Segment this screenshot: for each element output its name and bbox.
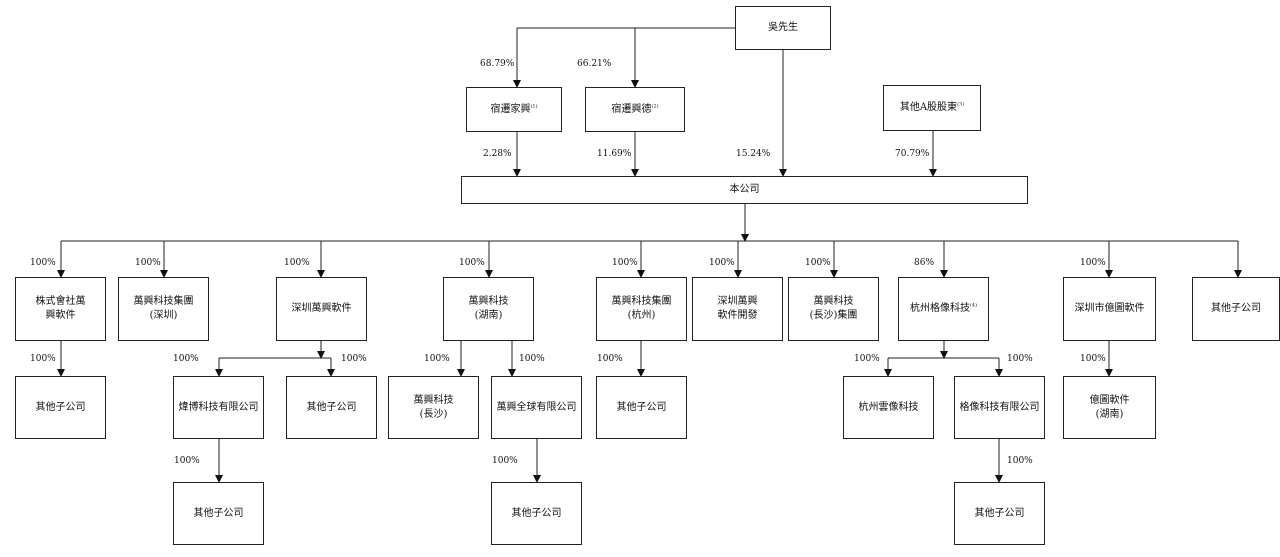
entity-name: 萬興科技集團 (深圳) bbox=[133, 296, 194, 321]
ownership-percentage: 68.79% bbox=[480, 59, 515, 69]
entity-name: 其他A股股東(3) bbox=[899, 101, 965, 113]
entity-box-wb_sub: 其他子公司 bbox=[173, 482, 264, 545]
entity-name: 本公司 bbox=[729, 184, 760, 195]
ownership-percentage: 100% bbox=[805, 258, 831, 268]
ownership-percentage: 100% bbox=[1080, 354, 1106, 364]
ownership-percentage: 2.28% bbox=[483, 149, 512, 159]
footnote-marker: (1) bbox=[530, 103, 538, 110]
ownership-percentage: 100% bbox=[341, 354, 367, 364]
entity-name: 億圖軟件 (湖南) bbox=[1089, 394, 1130, 420]
ownership-percentage: 70.79% bbox=[895, 149, 930, 159]
entity-box-gx: 格像科技有限公司 bbox=[954, 376, 1045, 439]
ownership-percentage: 100% bbox=[597, 354, 623, 364]
entity-box-wxcs: 萬興科技 (長沙)集團 bbox=[788, 277, 879, 341]
entity-box-jp_sub: 其他子公司 bbox=[15, 376, 106, 439]
entity-box-qq: 萬興全球有限公司 bbox=[491, 376, 582, 439]
entity-name: 其他子公司 bbox=[511, 507, 562, 519]
entity-box-hz_sub: 其他子公司 bbox=[596, 376, 687, 439]
footnote-marker: (3) bbox=[957, 101, 965, 108]
entity-box-other_a: 其他A股股東(3) bbox=[883, 85, 981, 131]
entity-box-sz_sub: 其他子公司 bbox=[286, 376, 377, 439]
entity-name: 宿遷興德(2) bbox=[611, 103, 659, 115]
entity-box-cs: 萬興科技 (長沙) bbox=[388, 376, 479, 439]
ownership-percentage: 100% bbox=[1007, 354, 1033, 364]
entity-name: 深圳萬興 軟件開發 bbox=[717, 296, 758, 321]
entity-name: 萬興科技集團 (杭州) bbox=[611, 296, 672, 321]
entity-box-szwx: 深圳萬興軟件 bbox=[276, 277, 367, 341]
entity-name: 格像科技有限公司 bbox=[959, 401, 1040, 413]
ownership-percentage: 15.24% bbox=[736, 149, 771, 159]
entity-box-sqxd: 宿遷興德(2) bbox=[585, 87, 685, 132]
footnote-marker: (2) bbox=[651, 103, 659, 110]
ownership-percentage: 100% bbox=[30, 258, 56, 268]
entity-box-qq_sub: 其他子公司 bbox=[491, 482, 582, 545]
ownership-percentage: 100% bbox=[492, 456, 518, 466]
entity-box-wu: 吳先生 bbox=[735, 6, 831, 50]
entity-name: 宿遷家興(1) bbox=[490, 103, 538, 115]
entity-name: 其他子公司 bbox=[616, 401, 667, 413]
entity-name: 萬興科技 (湖南) bbox=[468, 296, 509, 321]
ownership-percentage: 100% bbox=[854, 354, 880, 364]
ownership-percentage: 100% bbox=[1080, 258, 1106, 268]
ownership-percentage: 66.21% bbox=[577, 59, 612, 69]
entity-name: 杭州雲像科技 bbox=[858, 401, 919, 413]
entity-box-hzgx: 杭州格像科技(4) bbox=[898, 277, 989, 341]
ownership-percentage: 100% bbox=[459, 258, 485, 268]
entity-name: 深圳萬興軟件 bbox=[291, 303, 352, 314]
ownership-percentage: 100% bbox=[1007, 456, 1033, 466]
entity-name: 吳先生 bbox=[768, 22, 798, 33]
entity-box-qt1: 其他子公司 bbox=[1192, 277, 1280, 341]
entity-box-wxhz: 萬興科技集團 (杭州) bbox=[596, 277, 687, 341]
ownership-percentage: 11.69% bbox=[597, 149, 632, 159]
ownership-percentage: 100% bbox=[135, 258, 161, 268]
ownership-percentage: 100% bbox=[519, 354, 545, 364]
entity-name: 株式會社萬 興軟件 bbox=[35, 296, 86, 321]
entity-box-wxsz: 萬興科技集團 (深圳) bbox=[118, 277, 209, 341]
entity-box-dthn: 億圖軟件 (湖南) bbox=[1063, 376, 1156, 439]
entity-name: 深圳市億圖軟件 bbox=[1074, 303, 1145, 314]
entity-box-wxhn: 萬興科技 (湖南) bbox=[443, 277, 534, 341]
footnote-marker: (4) bbox=[969, 302, 978, 309]
entity-name: 萬興科技 (長沙)集團 bbox=[809, 296, 858, 321]
entity-name: 萬興全球有限公司 bbox=[496, 401, 577, 413]
entity-box-sqjx: 宿遷家興(1) bbox=[466, 87, 562, 132]
entity-box-szkf: 深圳萬興 軟件開發 bbox=[692, 277, 783, 341]
entity-box-company: 本公司 bbox=[461, 176, 1028, 204]
ownership-percentage: 100% bbox=[284, 258, 310, 268]
entity-box-yx: 杭州雲像科技 bbox=[843, 376, 934, 439]
entity-name: 煒博科技有限公司 bbox=[178, 401, 259, 413]
ownership-percentage: 100% bbox=[612, 258, 638, 268]
entity-box-gx_sub: 其他子公司 bbox=[954, 482, 1045, 545]
ownership-percentage: 100% bbox=[709, 258, 735, 268]
entity-name: 其他子公司 bbox=[306, 401, 357, 413]
ownership-percentage: 100% bbox=[174, 456, 200, 466]
ownership-percentage: 86% bbox=[914, 258, 935, 268]
ownership-percentage: 100% bbox=[173, 354, 199, 364]
entity-box-wb: 煒博科技有限公司 bbox=[173, 376, 264, 439]
entity-name: 其他子公司 bbox=[974, 507, 1025, 519]
entity-box-dt: 深圳市億圖軟件 bbox=[1063, 277, 1156, 341]
ownership-percentage: 100% bbox=[30, 354, 56, 364]
entity-name: 其他子公司 bbox=[1211, 303, 1261, 314]
entity-name: 杭州格像科技(4) bbox=[909, 302, 978, 314]
entity-name: 其他子公司 bbox=[35, 401, 86, 413]
entity-name: 其他子公司 bbox=[193, 507, 244, 519]
entity-box-jp: 株式會社萬 興軟件 bbox=[15, 277, 106, 341]
ownership-percentage: 100% bbox=[424, 354, 450, 364]
entity-name: 萬興科技 (長沙) bbox=[413, 394, 454, 420]
